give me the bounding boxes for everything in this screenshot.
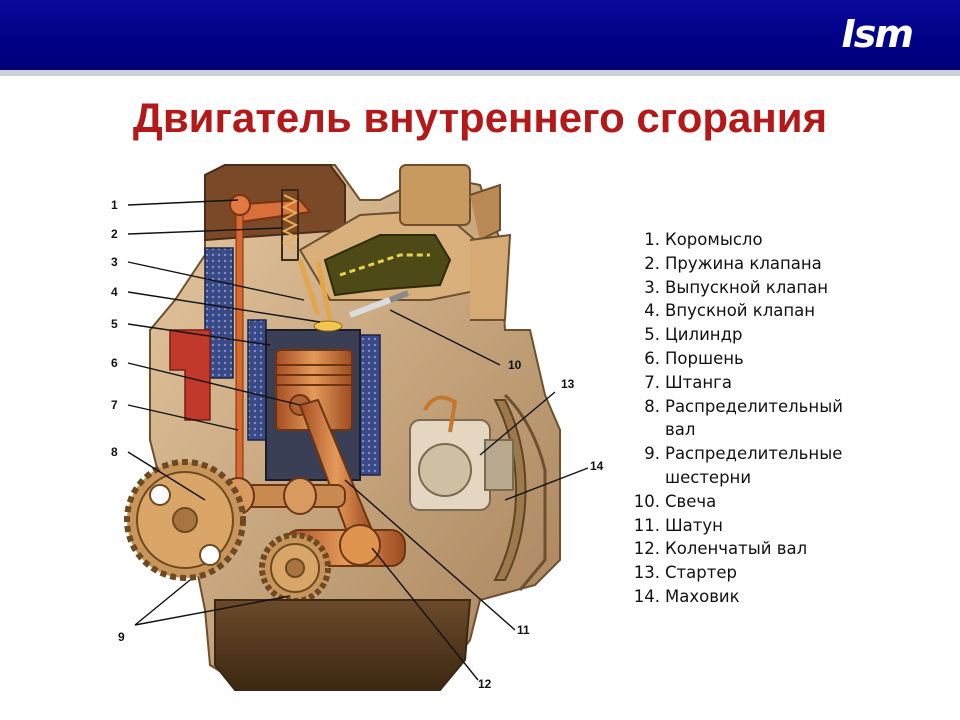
legend-number: 10.: [633, 491, 660, 511]
callout-14: 14: [590, 459, 604, 473]
exhaust-valve: [297, 259, 321, 316]
legend-label-continuation: шестерни: [665, 467, 752, 487]
callout-3: 3: [111, 255, 118, 269]
push-rod: [235, 204, 244, 491]
legend-number: 9.: [644, 444, 660, 464]
callout-6: 6: [111, 356, 118, 370]
spark-plug: [348, 297, 392, 318]
legend-number: 4.: [644, 301, 660, 321]
legend-label: Свеча: [665, 491, 717, 511]
legend-item: 11.Шатун: [626, 514, 926, 538]
legend-number: 1.: [644, 230, 660, 249]
legend-label: Выпускной клапан: [665, 277, 829, 297]
legend-label: Впускной клапан: [665, 301, 816, 321]
legend-number: 7.: [644, 372, 660, 392]
parts-legend: 1. Коромысло 2.Пружина клапана 3.Выпускно…: [626, 228, 926, 609]
slide-title: Двигатель внутреннего сгорания: [132, 94, 828, 141]
crank-timing-gear: [259, 532, 331, 604]
legend-label: Шатун: [665, 515, 723, 535]
legend-item: 8.Распределительный вал: [626, 395, 926, 443]
legend-item: 13.Стартер: [626, 561, 926, 585]
legend-number: 8.: [644, 396, 660, 416]
legend-item: 10.Свеча: [626, 490, 926, 514]
legend-label: Пружина клапана: [665, 253, 822, 273]
legend-number: 11.: [633, 515, 660, 535]
callout-7: 7: [111, 398, 118, 412]
callout-2: 2: [111, 227, 118, 241]
legend-number: 2.: [644, 253, 660, 273]
legend-label: Коромысло: [665, 230, 763, 249]
legend-number: 14.: [633, 586, 660, 606]
legend-number: 3.: [644, 277, 660, 297]
legend-label: Цилиндр: [665, 325, 743, 345]
carburetor: [399, 164, 471, 226]
legend-label: Стартер: [665, 563, 737, 583]
callout-12: 12: [478, 677, 492, 691]
legend-item: 14.Маховик: [626, 585, 926, 609]
legend-item: 9.Распределительные шестерни: [626, 442, 926, 490]
callout-10: 10: [508, 358, 522, 372]
cam-timing-gear: [124, 459, 246, 581]
legend-item: 2.Пружина клапана: [626, 252, 926, 276]
legend-item: 3.Выпускной клапан: [626, 276, 926, 300]
exhaust-port: [323, 234, 452, 297]
callout-11: 11: [517, 623, 530, 637]
intake-valve: [315, 261, 333, 321]
legend-label-continuation: вал: [665, 420, 696, 440]
legend-number: 6.: [644, 348, 660, 368]
coolant-passage: [169, 329, 211, 421]
legend-number: 13.: [633, 563, 660, 583]
legend-label: Распределительный: [665, 396, 843, 416]
legend-number: 5.: [644, 325, 660, 345]
callout-9: 9: [118, 630, 125, 644]
callout-13: 13: [561, 377, 575, 391]
legend-number: 12.: [633, 539, 660, 559]
callout-4: 4: [111, 285, 118, 299]
legend-label: Распределительные: [665, 444, 843, 464]
starter-motor: [409, 395, 514, 511]
legend-label: Поршень: [665, 348, 744, 368]
header-divider: [0, 70, 960, 76]
legend-item: 7.Штанга: [626, 371, 926, 395]
callout-1: 1: [111, 198, 118, 212]
legend-item: 5.Цилиндр: [626, 323, 926, 347]
callout-5: 5: [111, 317, 118, 331]
oil-pan: [214, 599, 472, 691]
legend-label: Штанга: [665, 372, 732, 392]
callout-leaders: [127, 199, 589, 681]
legend-label: Маховик: [665, 586, 740, 606]
legend-item: 12.Коленчатый вал: [626, 537, 926, 561]
callout-8: 8: [111, 445, 118, 459]
logo: Ism: [841, 12, 914, 56]
legend-item: 6.Поршень: [626, 347, 926, 371]
header-bar: [0, 0, 960, 70]
coolant-jacket-right: [359, 334, 381, 476]
legend-item: 1. Коромысло: [626, 228, 926, 252]
legend-item: 4.Впускной клапан: [626, 299, 926, 323]
legend-label: Коленчатый вал: [665, 539, 808, 559]
